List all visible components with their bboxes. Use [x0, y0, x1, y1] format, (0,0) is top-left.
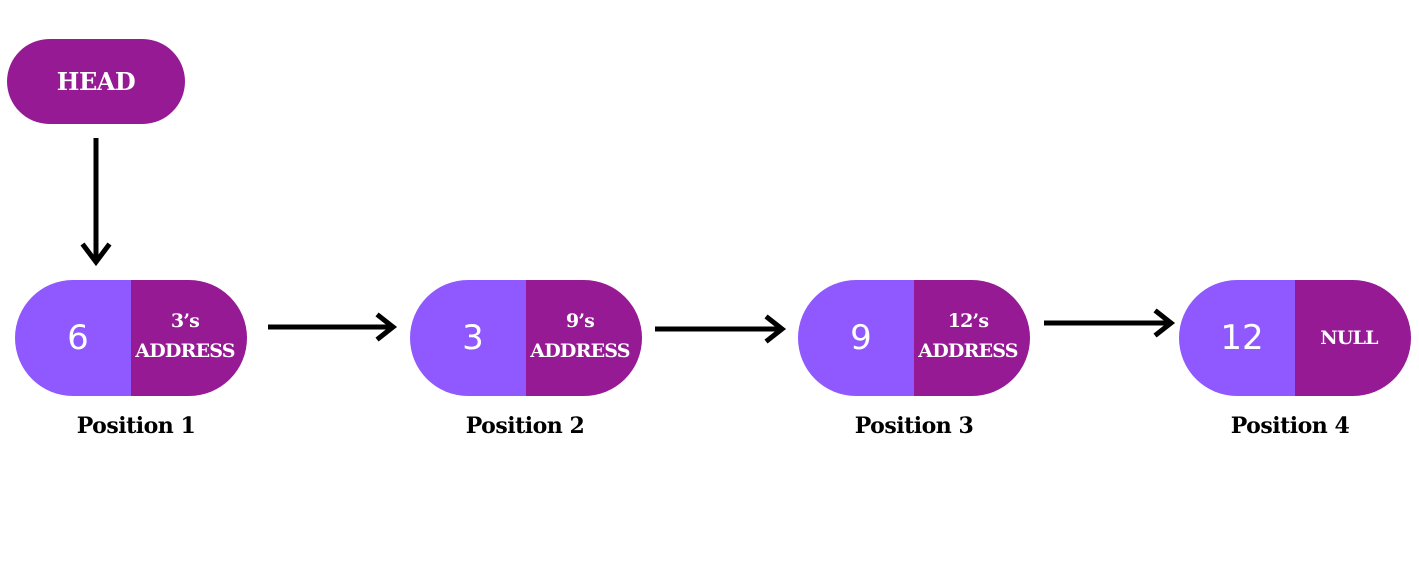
- linked-list-node-4: 12 NULL: [1179, 280, 1411, 396]
- head-label: HEAD: [56, 67, 136, 96]
- node-2-next-line2: ADDRESS: [530, 340, 630, 362]
- node-3-next-line2: ADDRESS: [918, 340, 1018, 362]
- node-1-next-line1: 3’s: [170, 310, 200, 332]
- head-arrow: [80, 138, 112, 267]
- node-3-next-pointer: 12’s ADDRESS: [914, 280, 1030, 396]
- linked-list-node-3: 9 12’s ADDRESS: [798, 280, 1030, 396]
- node-1-next-pointer: 3’s ADDRESS: [131, 280, 247, 396]
- link-arrow-1-2: [268, 312, 398, 342]
- linked-list-node-2: 3 9’s ADDRESS: [410, 280, 642, 396]
- node-4-next-null: NULL: [1320, 327, 1378, 349]
- node-1-next-line2: ADDRESS: [135, 340, 235, 362]
- link-arrow-3-4: [1044, 308, 1176, 338]
- node-4-data: 12: [1179, 280, 1295, 396]
- position-label-4: Position 4: [1230, 413, 1350, 439]
- position-label-3: Position 3: [854, 413, 974, 439]
- node-2-next-line1: 9’s: [565, 310, 595, 332]
- node-1-data: 6: [15, 280, 131, 396]
- node-3-data: 9: [798, 280, 914, 396]
- position-label-1: Position 1: [76, 413, 196, 439]
- node-2-next-pointer: 9’s ADDRESS: [526, 280, 642, 396]
- node-2-data: 3: [410, 280, 526, 396]
- linked-list-node-1: 6 3’s ADDRESS: [15, 280, 247, 396]
- head-pointer: HEAD: [7, 39, 185, 124]
- node-3-next-line1: 12’s: [947, 310, 989, 332]
- link-arrow-2-3: [655, 314, 787, 344]
- node-4-next-pointer: NULL: [1295, 280, 1411, 396]
- position-label-2: Position 2: [465, 413, 585, 439]
